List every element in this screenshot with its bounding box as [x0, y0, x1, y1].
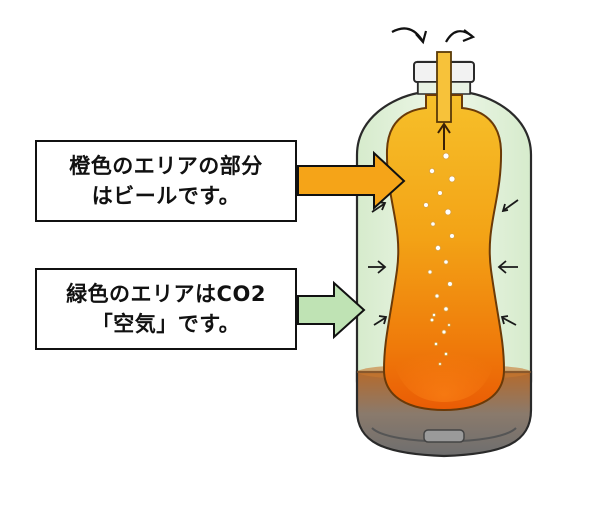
outflow-arrows-icon: [391, 27, 476, 45]
beer-label-line2: はビールです。: [91, 184, 241, 208]
pressure-arrows-icon: [368, 171, 519, 326]
co2-label-box: 緑色のエリアはCO2 「空気」です。: [35, 268, 297, 350]
beer-pointer-arrow: [297, 150, 406, 211]
beer-label-line1: 橙色のエリアの部分: [69, 154, 263, 178]
co2-label-line1: 緑色のエリアはCO2: [66, 282, 266, 306]
co2-bubbles: [423, 152, 456, 366]
co2-label-line2: 「空気」です。: [91, 312, 241, 336]
beer-bag: [382, 51, 506, 412]
co2-pointer-arrow: [297, 280, 366, 340]
beer-label-box: 橙色のエリアの部分 はビールです。: [35, 140, 297, 222]
